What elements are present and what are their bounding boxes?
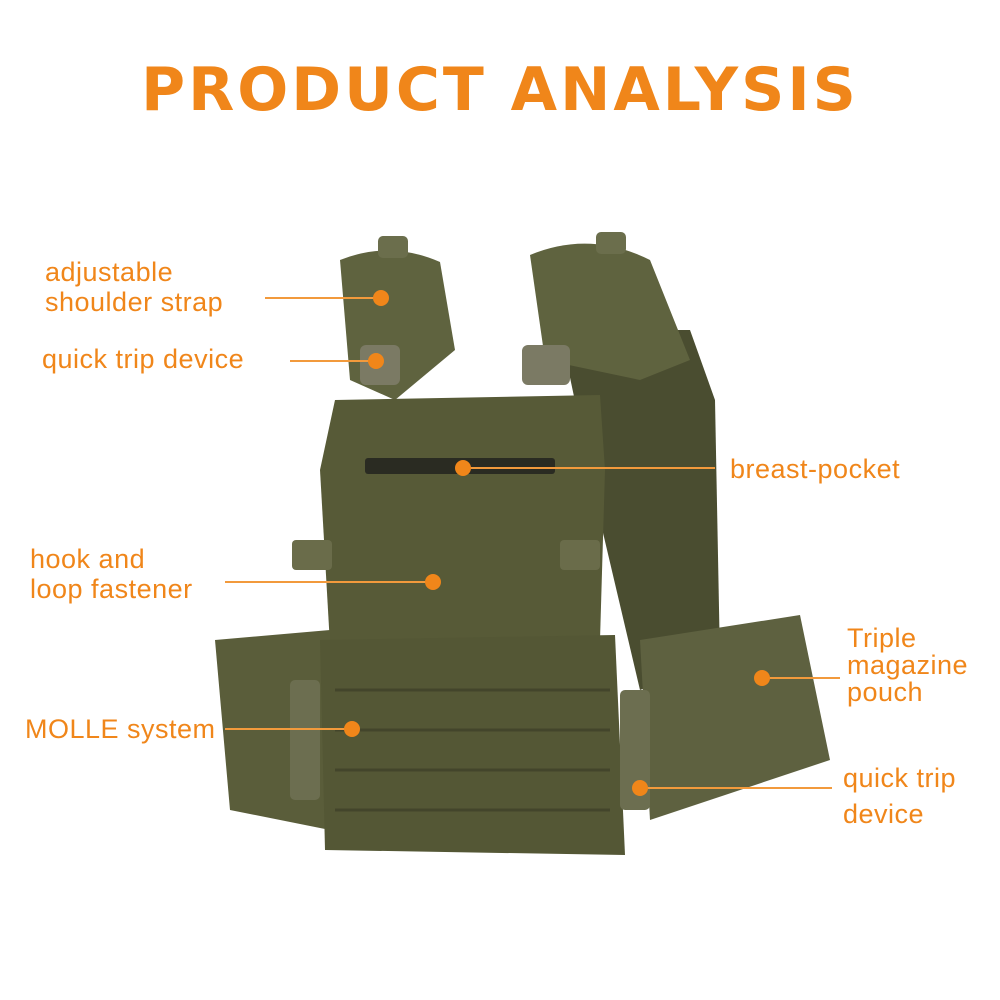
marker-dot <box>632 780 648 796</box>
leader-line <box>764 677 840 679</box>
marker-dot <box>373 290 389 306</box>
leader-line <box>265 297 377 299</box>
marker-dot <box>754 670 770 686</box>
marker-dot <box>368 353 384 369</box>
callout-quick-trip-right: quick trip device <box>843 763 957 829</box>
callout-quick-trip-left: quick trip device <box>42 344 245 374</box>
leader-line <box>290 360 372 362</box>
leader-line <box>225 728 350 730</box>
leader-line <box>642 787 832 789</box>
marker-dot <box>455 460 471 476</box>
callout-molle: MOLLE system <box>25 714 216 744</box>
marker-dot <box>425 574 441 590</box>
leader-line <box>225 581 431 583</box>
marker-dot <box>344 721 360 737</box>
page-title: PRODUCT ANALYSIS <box>141 55 859 125</box>
callout-magazine-pouch: Triple magazine pouch <box>847 623 969 707</box>
callout-breast-pocket: breast-pocket <box>730 454 901 484</box>
callout-hook-loop: hook and loop fastener <box>30 544 193 604</box>
callout-shoulder-strap: adjustable shoulder strap <box>45 257 224 317</box>
leader-line <box>465 467 715 469</box>
